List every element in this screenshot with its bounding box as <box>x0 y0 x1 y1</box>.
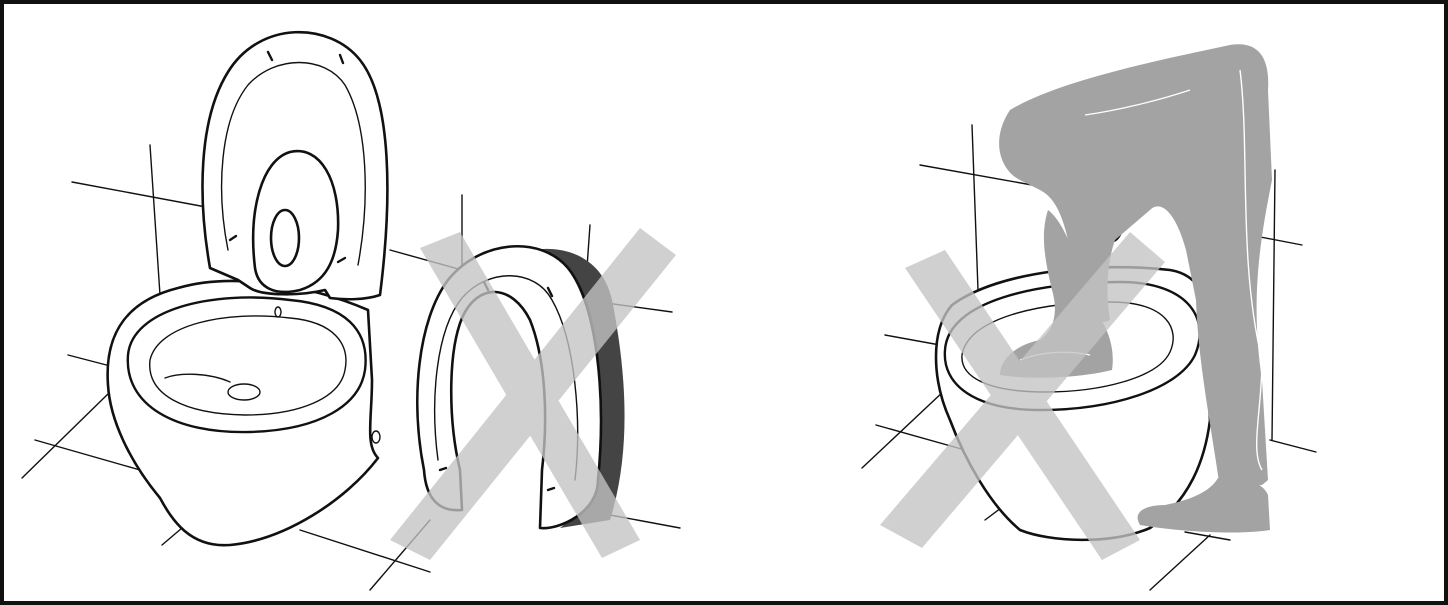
toilet-bowl-left <box>108 281 380 545</box>
toilet-lid-left <box>203 32 388 317</box>
right-panel <box>862 44 1316 590</box>
left-panel <box>22 32 680 590</box>
